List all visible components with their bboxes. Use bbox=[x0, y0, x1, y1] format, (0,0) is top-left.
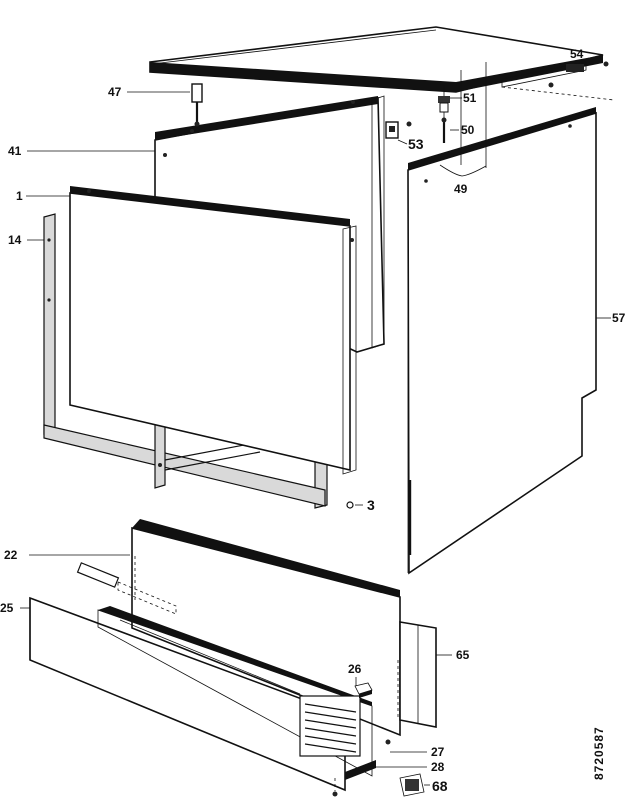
callout-51: 51 bbox=[463, 91, 477, 105]
callout-22: 22 bbox=[4, 548, 18, 562]
side-panel-part-57 bbox=[407, 107, 597, 575]
drawing-code: 8720587 bbox=[592, 726, 606, 780]
clip-part-47 bbox=[191, 83, 203, 127]
callout-68: 68 bbox=[432, 778, 448, 794]
callout-25: 25 bbox=[0, 601, 14, 615]
screw-part-27 bbox=[385, 739, 391, 745]
callout-26: 26 bbox=[348, 662, 362, 676]
callout-49: 49 bbox=[454, 182, 468, 196]
front-panel-part-1 bbox=[69, 186, 357, 475]
clip-part-53 bbox=[385, 121, 412, 139]
callout-54: 54 bbox=[570, 47, 584, 61]
callout-14: 14 bbox=[8, 233, 22, 247]
worktop-panel bbox=[149, 26, 604, 93]
screw-part-3 bbox=[346, 501, 354, 509]
callout-1: 1 bbox=[16, 189, 23, 203]
callout-27: 27 bbox=[431, 745, 445, 759]
callout-47: 47 bbox=[108, 85, 122, 99]
callout-50: 50 bbox=[461, 123, 475, 137]
callout-65: 65 bbox=[456, 648, 470, 662]
foot-part-68 bbox=[399, 773, 425, 797]
insulation-part-65 bbox=[399, 621, 437, 728]
screw-bottom bbox=[332, 778, 338, 797]
callout-labels: 47 41 1 14 54 51 50 53 49 57 3 22 25 65 … bbox=[0, 47, 626, 794]
callout-28: 28 bbox=[431, 760, 445, 774]
clip-part-26 bbox=[354, 682, 373, 698]
callout-41: 41 bbox=[8, 144, 22, 158]
plinth-trim-part-28 bbox=[97, 606, 376, 780]
kickplate-part-22 bbox=[76, 519, 401, 737]
bracket-part-54 bbox=[501, 61, 615, 101]
leader-lines bbox=[20, 60, 611, 786]
callout-57: 57 bbox=[612, 311, 626, 325]
fixing-parts-51-50 bbox=[438, 85, 450, 143]
callout-53: 53 bbox=[408, 136, 424, 152]
callout-3: 3 bbox=[367, 497, 375, 513]
